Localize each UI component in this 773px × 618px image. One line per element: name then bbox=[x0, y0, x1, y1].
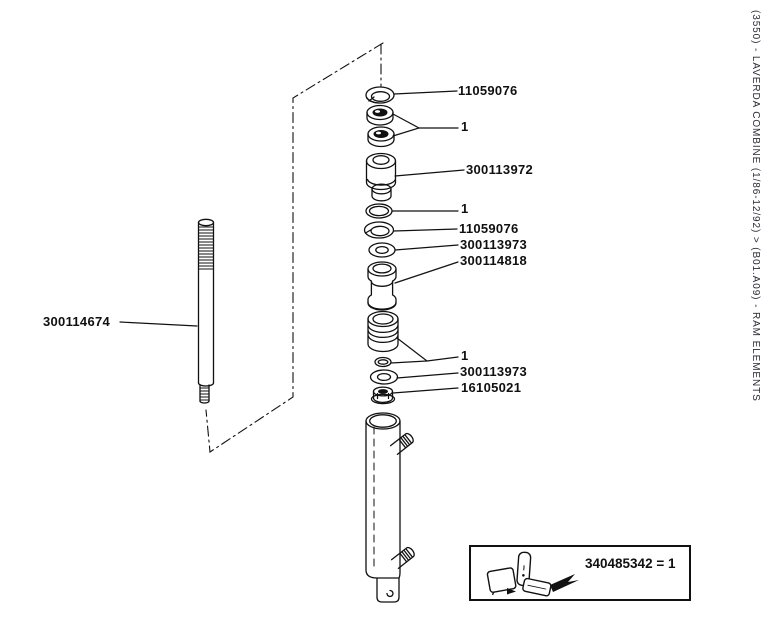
leader-lines bbox=[119, 90, 465, 394]
lock-washer-top-drawing bbox=[365, 86, 395, 104]
lower-port-drawing bbox=[390, 546, 415, 569]
label-nut: 16105021 bbox=[461, 380, 522, 395]
kit-callout-box: 340485342 = 1 bbox=[469, 545, 691, 601]
thrust-washer-lower-drawing bbox=[369, 369, 399, 385]
thrust-washer-upper-drawing bbox=[368, 242, 396, 258]
label-lock-washer-top: 11059076 bbox=[458, 83, 518, 98]
label-oring-qty: 1 bbox=[461, 201, 469, 216]
label-washer-upper: 300113973 bbox=[460, 237, 528, 252]
label-piston-seal-qty: 1 bbox=[461, 348, 469, 363]
oring-drawing bbox=[365, 203, 393, 219]
rod-drawing bbox=[197, 218, 215, 404]
small-oring-drawing bbox=[374, 356, 392, 368]
gland-drawing bbox=[365, 152, 397, 202]
lock-nut-drawing bbox=[370, 386, 396, 405]
piston-drawing bbox=[367, 310, 399, 353]
spacer-drawing bbox=[367, 261, 397, 311]
label-rod: 300114674 bbox=[43, 314, 111, 329]
seal-cup-1-drawing bbox=[366, 104, 394, 126]
cylinder-body-drawing bbox=[365, 412, 415, 603]
kit-parts-icon bbox=[486, 551, 579, 597]
label-gland: 300113972 bbox=[466, 162, 534, 177]
label-spacer: 300114818 bbox=[460, 253, 528, 268]
seal-cup-2-drawing bbox=[367, 126, 395, 148]
label-lock-washer-mid: 11059076 bbox=[459, 221, 519, 236]
upper-port-drawing bbox=[389, 432, 414, 455]
label-washer-lower: 300113973 bbox=[460, 364, 528, 379]
label-seal-cups-qty: 1 bbox=[461, 119, 469, 134]
lock-washer-mid-drawing bbox=[363, 221, 395, 239]
kit-part-number-label: 340485342 = 1 bbox=[585, 556, 676, 571]
catalog-breadcrumb: (3550) - LAVERDA COMBINE (1/86-12/92) > … bbox=[750, 10, 761, 402]
assembly-centerline bbox=[205, 42, 384, 453]
